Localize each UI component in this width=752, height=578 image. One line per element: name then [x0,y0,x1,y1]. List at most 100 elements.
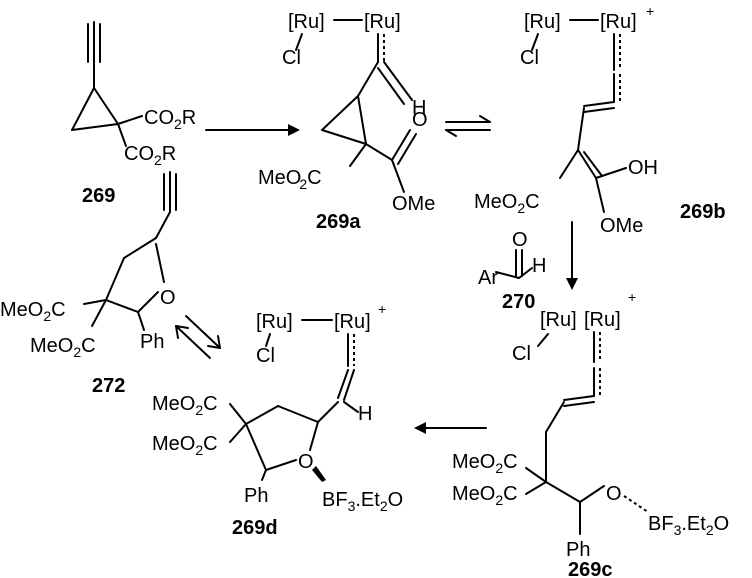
ru-label: [Ru] [524,11,561,33]
svg-text:MeO2C: MeO2C [452,483,518,508]
sub-2: 2 [495,492,503,508]
dot-label: . [355,489,361,511]
compound-269: CO2R CO2R 269 [71,21,196,207]
compound-label-269d: 269d [232,517,278,539]
sub-2: 2 [299,176,307,192]
svg-text:MeO2C: MeO2C [152,433,218,458]
compound-label-269c: 269c [568,559,613,578]
arrow-269c-to-269d [414,422,487,434]
sub-2: 2 [195,442,203,458]
c-label: C [81,335,95,357]
o-label: O [606,483,622,505]
compound-label-270: 270 [502,291,535,313]
co2r-label-1: CO [144,107,174,129]
o-label: O [714,513,730,535]
ru-label: [Ru] [256,311,293,333]
svg-text:MeO2C: MeO2C [30,335,96,360]
c-label: C [51,299,65,321]
ru-label: [Ru] [600,11,637,33]
svg-text:MeO2C: MeO2C [0,299,66,324]
meo-label: MeO [152,433,195,455]
c-label: C [503,451,517,473]
meo-label: MeO [152,393,195,415]
cl-label: Cl [256,345,275,367]
sub-2: 2 [380,498,388,514]
compound-269d: [Ru] [Ru] + Cl H O Ph BF3.Et2O MeO2C MeO… [152,301,403,539]
ru-label: [Ru] [334,311,371,333]
plus-charge: + [646,3,654,19]
sub-3: 3 [674,522,682,538]
sub-2: 2 [195,402,203,418]
sub-2: 2 [495,460,503,476]
meo-label: MeO [452,483,495,505]
compound-label-269: 269 [82,185,115,207]
ph-label: Ph [566,539,590,561]
arrow-269-to-269a [205,124,300,136]
ru-label: [Ru] [364,11,401,33]
sub-3: 3 [348,498,356,514]
ph-label: Ph [140,331,164,353]
c-label: C [307,167,321,189]
et-label: Et [361,489,380,511]
co2r-label-2: CO [124,143,154,165]
o-label: O [512,229,528,251]
sub-2: 2 [706,522,714,538]
svg-text:MeO2C: MeO2C [474,191,540,216]
o-label: O [412,109,428,131]
ome-label: OMe [392,193,435,215]
compound-label-269b: 269b [680,201,726,223]
c-label: C [525,191,539,213]
o-label: O [388,489,404,511]
meo-label: MeO [258,167,301,189]
r-label: R [162,143,176,165]
et-label: Et [687,513,706,535]
plus-charge: + [628,289,636,305]
cl-label: Cl [520,47,539,69]
svg-text:CO2R: CO2R [144,107,196,132]
arrow-269b-to-269c [566,221,578,290]
r-label: R [182,107,196,129]
ru-label: [Ru] [584,309,621,331]
sub-2: 2 [174,116,182,132]
svg-text:MeO2C: MeO2C [452,451,518,476]
oh-label: OH [628,157,658,179]
o-label: O [298,451,314,473]
h-label: H [358,403,372,425]
compound-269a: [Ru] [Ru] Cl H O OMe MeO2C 269a [258,11,435,233]
ar-label: Ar [478,267,498,289]
sub-2: 2 [73,344,81,360]
ru-label: [Ru] [288,11,325,33]
ph-label: Ph [244,485,268,507]
compound-269b: [Ru] [Ru] + Cl OH OMe MeO2C 269b [474,3,726,237]
compound-272: O Ph MeO2C MeO2C 272 [0,171,177,397]
compound-270: O Ar H 270 [478,229,546,313]
ome-label: OMe [600,215,643,237]
h-label: H [532,255,546,277]
meo-label: MeO [30,335,73,357]
h-label: H [412,97,426,119]
c-label: C [203,393,217,415]
dot-label: . [681,513,687,535]
c-label: C [203,433,217,455]
meo-label: MeO [0,299,43,321]
bf-label: BF [648,513,674,535]
c-label: C [503,483,517,505]
svg-text:CO2R: CO2R [124,143,176,168]
bf-label: BF [322,489,348,511]
equilibrium-269d-272 [175,315,221,359]
svg-text:BF3.Et2O: BF3.Et2O [322,489,403,514]
equilibrium-269a-269b [445,115,491,137]
compound-label-272: 272 [92,375,125,397]
o-label: O [160,287,176,309]
plus-charge: + [378,301,386,317]
meo-label: MeO [474,191,517,213]
compound-label-269a: 269a [316,211,361,233]
sub-2: 2 [43,308,51,324]
svg-text:BF3.Et2O: BF3.Et2O [648,513,729,538]
sub-2: 2 [517,200,525,216]
cl-label: Cl [512,343,531,365]
sub-2: 2 [154,152,162,168]
svg-text:MeO2C: MeO2C [152,393,218,418]
